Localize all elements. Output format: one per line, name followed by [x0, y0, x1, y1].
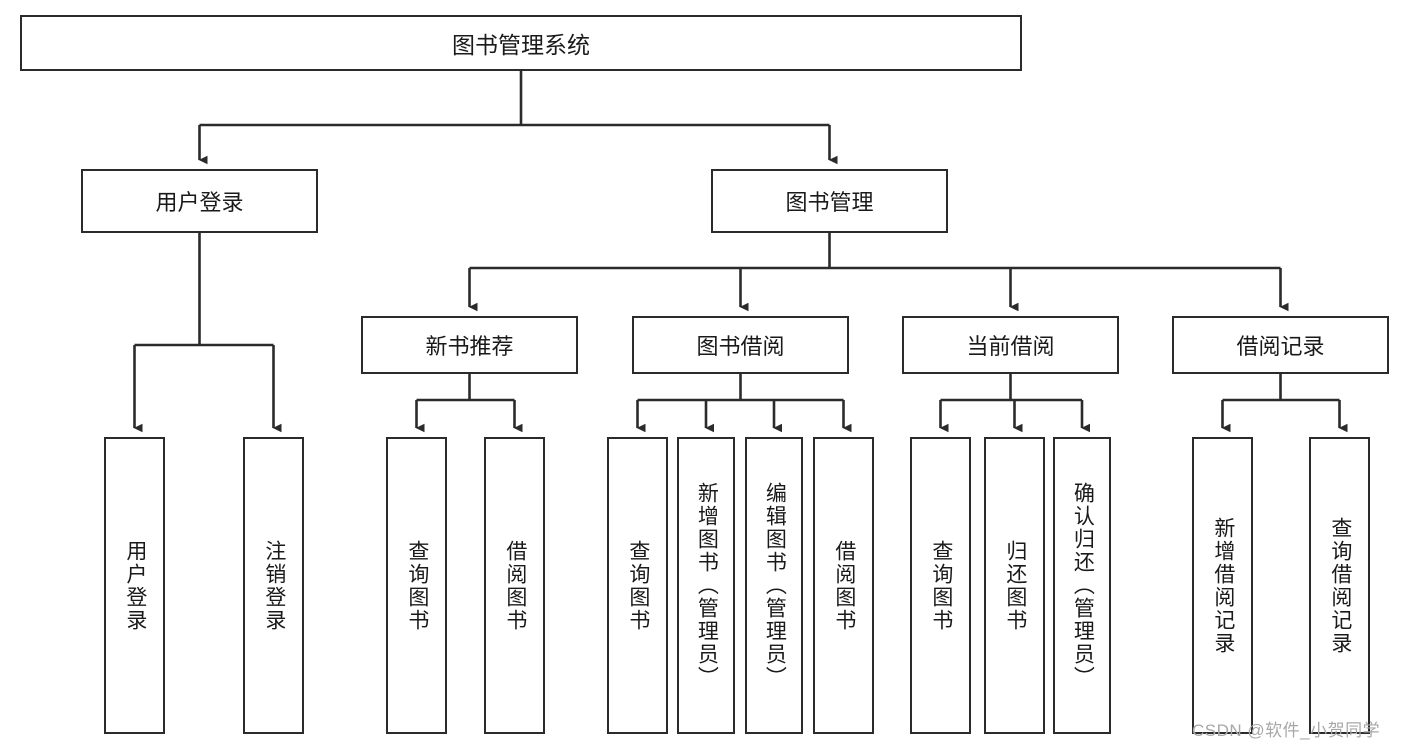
- node-label: 注销登录: [262, 539, 286, 632]
- node-label: 归还图书: [1003, 539, 1027, 632]
- node-label: 编辑图书（管理员）: [763, 482, 787, 689]
- node-leaf-return-book[interactable]: 归还图书: [984, 437, 1045, 734]
- node-leaf-user-logout[interactable]: 注销登录: [243, 437, 304, 734]
- node-label: 当前借阅: [966, 334, 1055, 359]
- node-label: 新增图书（管理员）: [695, 482, 719, 689]
- csdn-watermark: CSDN @软件_小贺同学: [1192, 721, 1381, 740]
- node-borrow-record[interactable]: 借阅记录: [1172, 316, 1389, 374]
- node-label: 借阅图书: [503, 539, 527, 632]
- node-label: 查询图书: [929, 539, 953, 632]
- node-label: 用户登录: [123, 539, 147, 632]
- node-label: 查询图书: [626, 539, 650, 632]
- node-leaf-query-book-2[interactable]: 查询图书: [607, 437, 668, 734]
- node-label: 确认归还（管理员）: [1071, 482, 1095, 689]
- node-leaf-borrow-book-2[interactable]: 借阅图书: [813, 437, 874, 734]
- node-current-borrow[interactable]: 当前借阅: [902, 316, 1119, 374]
- node-label: 图书管理: [785, 190, 874, 215]
- node-leaf-query-book-1[interactable]: 查询图书: [386, 437, 447, 734]
- node-leaf-user-login[interactable]: 用户登录: [104, 437, 165, 734]
- node-label: 新增借阅记录: [1211, 516, 1235, 655]
- node-new-book-rec[interactable]: 新书推荐: [361, 316, 578, 374]
- node-leaf-add-record[interactable]: 新增借阅记录: [1192, 437, 1253, 734]
- node-label: 查询借阅记录: [1328, 516, 1352, 655]
- node-root[interactable]: 图书管理系统: [20, 15, 1022, 71]
- node-label: 查询图书: [405, 539, 429, 632]
- node-label: 新书推荐: [425, 334, 514, 359]
- node-leaf-borrow-book-1[interactable]: 借阅图书: [484, 437, 545, 734]
- node-user-login[interactable]: 用户登录: [81, 169, 318, 233]
- node-leaf-edit-book[interactable]: 编辑图书（管理员）: [745, 437, 803, 734]
- node-leaf-add-book[interactable]: 新增图书（管理员）: [677, 437, 735, 734]
- node-book-borrow[interactable]: 图书借阅: [632, 316, 849, 374]
- node-label: 图书借阅: [696, 334, 785, 359]
- node-label: 借阅记录: [1236, 334, 1325, 359]
- node-book-manage[interactable]: 图书管理: [711, 169, 948, 233]
- node-leaf-confirm-return[interactable]: 确认归还（管理员）: [1053, 437, 1111, 734]
- node-label: 用户登录: [155, 190, 244, 215]
- node-leaf-query-record[interactable]: 查询借阅记录: [1309, 437, 1370, 734]
- node-label: 图书管理系统: [452, 32, 590, 58]
- node-label: 借阅图书: [832, 539, 856, 632]
- node-leaf-query-book-3[interactable]: 查询图书: [910, 437, 971, 734]
